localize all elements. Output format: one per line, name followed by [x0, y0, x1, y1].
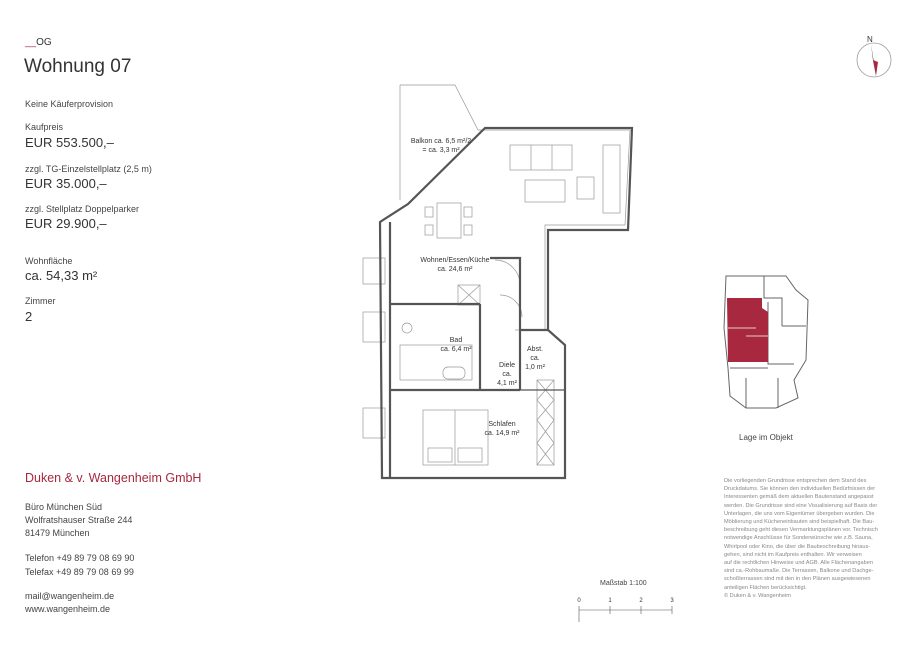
- parking1-value: EUR 35.000,–: [25, 176, 107, 191]
- disclaimer-line: anteiligen Flächen berücksichtigt.: [724, 584, 807, 591]
- disclaimer-line: Interessenten gemäß dem aktuellen Bauten…: [724, 494, 874, 501]
- area-label: Wohnfläche: [25, 256, 73, 266]
- page-title: Wohnung 07: [24, 56, 132, 77]
- plan-label-bad-1: Bad: [450, 337, 463, 344]
- plan-label-wohnen-2: ca. 24,6 m²: [437, 266, 473, 273]
- scale-tick-2: 2: [639, 598, 643, 604]
- plan-label-bad-2: ca. 6,4 m²: [440, 346, 472, 353]
- plan-label-abst-2: ca.: [530, 355, 539, 362]
- plan-label-diele-3: 4,1 m²: [497, 380, 518, 387]
- parking1-label: zzgl. TG-Einzelstellplatz (2,5 m): [25, 164, 152, 174]
- plan-label-schlafen-1: Schlafen: [488, 421, 515, 428]
- plan-label-abst-1: Abst.: [527, 346, 543, 353]
- area-value: ca. 54,33 m²: [25, 268, 98, 283]
- rooms-value: 2: [25, 309, 33, 324]
- compass-icon: N: [856, 35, 892, 78]
- disclaimer-line: Whirlpool oder Kino, die über die Baubes…: [724, 543, 871, 550]
- scale-tick-1: 1: [608, 598, 612, 604]
- price-label: Kaufpreis: [25, 122, 64, 132]
- floor-prefix: __: [25, 37, 37, 48]
- disclaimer-line: Die vorliegenden Grundrisse entsprechen …: [724, 478, 867, 484]
- disclaimer-line: gehen, sind nicht im Kaufpreis enthalten…: [724, 551, 862, 558]
- disclaimer-line: werden. Die Grundrisse sind eine Visuali…: [724, 502, 878, 509]
- plan-label-schlafen-2: ca. 14,9 m²: [484, 430, 520, 437]
- scale-tick-0: 0: [577, 598, 581, 604]
- scale-label: Maßstab 1:100: [600, 580, 647, 587]
- parking2-value: EUR 29.900,–: [25, 216, 107, 231]
- company-fax: Telefax +49 89 79 08 69 99: [25, 567, 134, 577]
- disclaimer-text: Die vorliegenden Grundrisse entsprechen …: [724, 477, 904, 600]
- provision-text: Keine Käuferprovision: [25, 99, 114, 109]
- company-email[interactable]: mail@wangenheim.de: [25, 591, 115, 601]
- location-label: Lage im Objekt: [739, 433, 793, 442]
- floor-plan: Balkon ca. 6,5 m²/2 = ca. 3,3 m² Wohnen/…: [362, 84, 634, 480]
- scale-bar: 0 1 2 3: [577, 598, 674, 622]
- rooms-label: Zimmer: [25, 296, 56, 306]
- plan-label-balkon-1: Balkon ca. 6,5 m²/2: [411, 138, 471, 145]
- company-phone: Telefon +49 89 79 08 69 90: [25, 553, 135, 563]
- disclaimer-line: Druckdatums. Sie können den individuelle…: [724, 486, 876, 493]
- floor-label: OG: [36, 37, 52, 48]
- company-name: Duken & v. Wangenheim GmbH: [25, 471, 202, 485]
- disclaimer-line: auf die rechtlichen Hinweise und AGB. Al…: [724, 560, 873, 567]
- plan-label-balkon-2: = ca. 3,3 m²: [422, 147, 460, 154]
- scale-tick-3: 3: [670, 598, 674, 604]
- company-city: 81479 München: [25, 528, 90, 538]
- company-office: Büro München Süd: [25, 502, 103, 512]
- disclaimer-line: Möblierung und Kücheneinbauten sind beis…: [724, 519, 875, 526]
- parking2-label: zzgl. Stellplatz Doppelparker: [25, 204, 140, 214]
- company-street: Wolfratshauser Straße 244: [25, 515, 133, 525]
- company-website[interactable]: www.wangenheim.de: [25, 604, 111, 614]
- disclaimer-line: notwendige Anschlüsse für Sonderwünsche …: [724, 535, 873, 542]
- disclaimer-line: Unterlagen, die uns vom Eigentümer überg…: [724, 510, 875, 517]
- apartment-highlight: [727, 298, 768, 362]
- plan-label-diele-1: Diele: [499, 362, 515, 369]
- disclaimer-line: sind ca.-Rohbaumaße. Die Terrassen, Balk…: [724, 568, 874, 575]
- plan-label-abst-3: 1,0 m²: [525, 364, 546, 371]
- disclaimer-line: beschreibung geht diesen Vermarktungsplä…: [724, 527, 878, 534]
- floor-indicator: __OG: [25, 37, 52, 48]
- location-map: [723, 275, 809, 409]
- disclaimer-line: schoßterrassen sind mit den in den Pläne…: [724, 576, 871, 583]
- plan-label-diele-2: ca.: [502, 371, 511, 378]
- compass-north-label: N: [867, 35, 873, 44]
- disclaimer-line: © Duken & v. Wangenheim: [724, 592, 791, 599]
- plan-label-wohnen-1: Wohnen/Essen/Küche: [420, 257, 489, 264]
- price-value: EUR 553.500,–: [25, 135, 114, 150]
